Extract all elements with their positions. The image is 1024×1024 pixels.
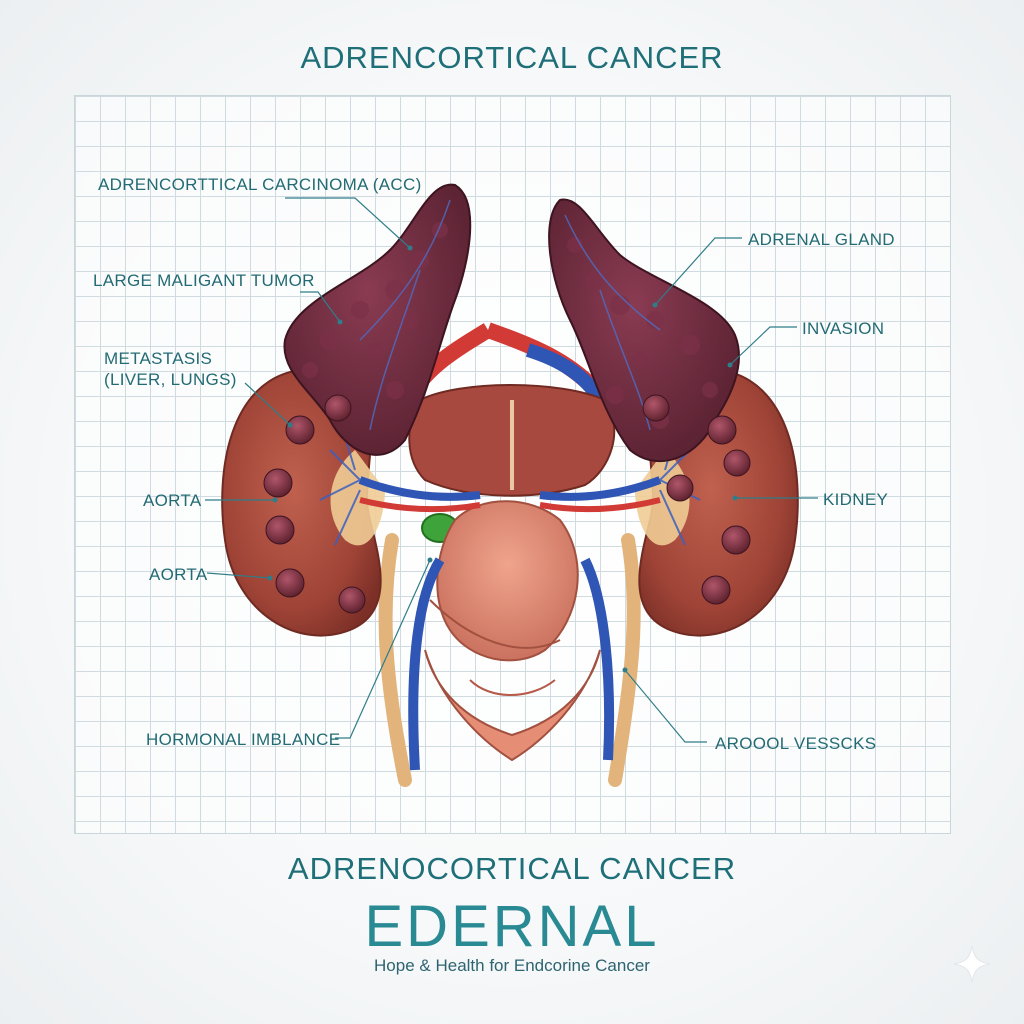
label-vessels: AROOOL VESSCKS (715, 734, 877, 753)
label-metastasis-line2: (LIVER, LUNGS) (104, 370, 237, 389)
brand-name: EDERNAL (364, 894, 660, 959)
sparkle-icon (953, 945, 991, 983)
label-acc: ADRENCORTTICAL CARCINOMA (ACC) (98, 175, 422, 194)
label-kidney: KIDNEY (823, 490, 889, 509)
label-large-tumor: LARGE MALIGANT TUMOR (93, 271, 315, 290)
left-ureter (378, 533, 412, 787)
label-aorta-lower: AORTA (149, 565, 208, 584)
label-hormonal-imbalance: HORMONAL IMBLANCE (146, 730, 341, 749)
metastatic-nodules (263, 394, 751, 614)
footer-subtitle: ADRENOCORTICAL CANCER (287, 851, 737, 886)
tagline: Hope & Health for Endcorine Cancer (374, 956, 650, 975)
intestines (424, 649, 601, 762)
right-ureter (608, 533, 641, 787)
page-title: ADRENCORTICAL CANCER (300, 40, 724, 75)
label-aorta-upper: AORTA (143, 491, 202, 510)
label-invasion: INVASION (802, 319, 885, 338)
stomach (436, 500, 579, 662)
label-adrenal-gland: ADRENAL GLAND (748, 230, 895, 249)
label-metastasis-line1: METASTASIS (104, 349, 213, 368)
label-metastasis: METASTASIS (LIVER, LUNGS) (104, 348, 237, 390)
